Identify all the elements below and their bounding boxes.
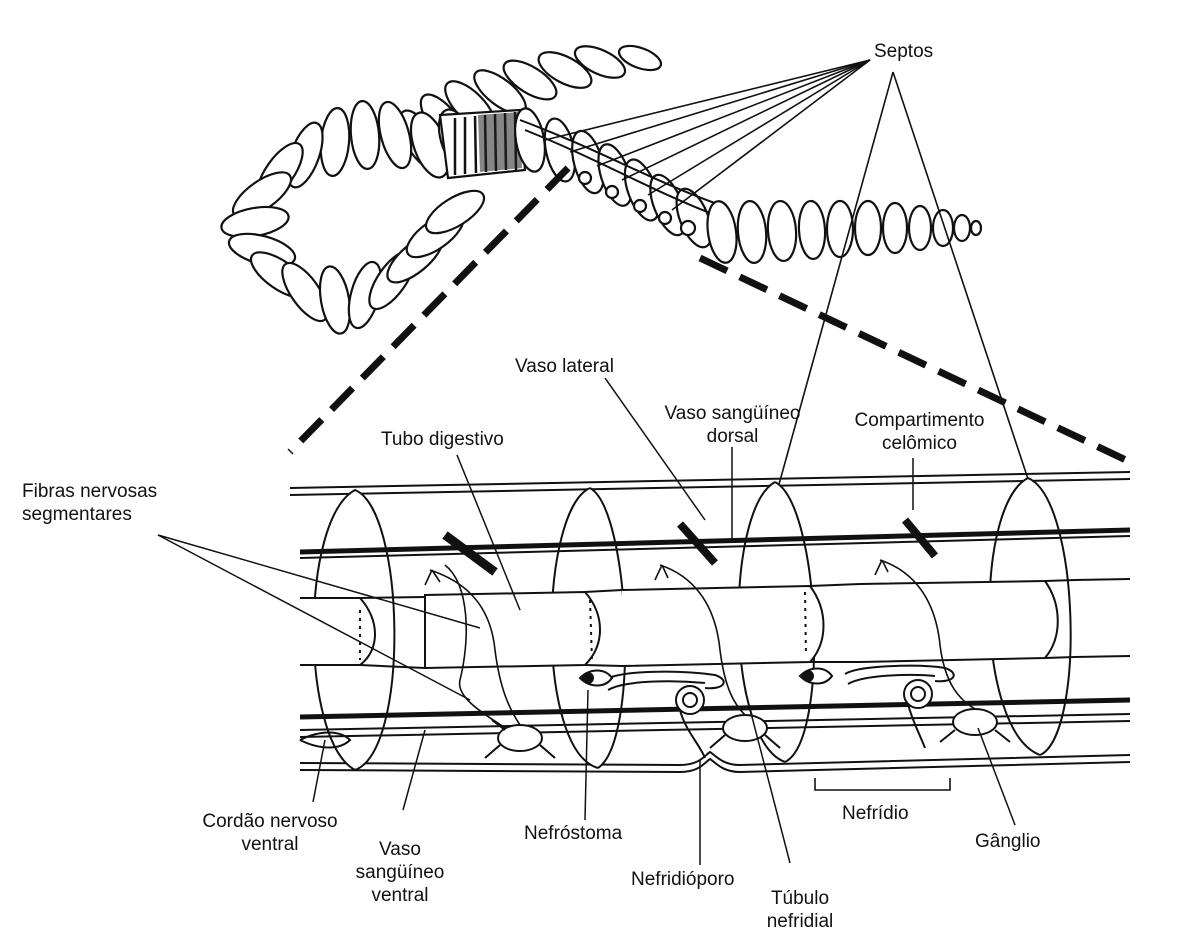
label-vaso-sanguineo-dorsal: Vaso sangüíneo dorsal [650, 402, 815, 448]
label-vaso-lateral: Vaso lateral [515, 356, 614, 377]
label-pointers [157, 377, 1016, 865]
label-cordao-nervoso-ventral: Cordão nervoso ventral [190, 810, 350, 856]
label-tubo-digestivo: Tubo digestivo [381, 429, 504, 450]
label-ganglio: Gânglio [975, 831, 1041, 852]
label-line: celômico [882, 433, 957, 454]
label-tubulo-nefridial: Túbulo nefridial [740, 887, 860, 933]
label-line: Túbulo [770, 888, 830, 909]
nephridium-bracket [814, 778, 951, 791]
nerve-fibres-drawing [424, 559, 976, 729]
label-line: Fibras nervosas [22, 481, 158, 502]
label-line: nefridial [766, 911, 834, 932]
label-septos: Septos [874, 41, 934, 62]
label-line: segmentares [22, 504, 132, 525]
septos-pointers [544, 59, 1031, 489]
nephridium-drawing [578, 664, 955, 759]
worm-anterior-end [706, 199, 983, 265]
label-line: ventral [241, 834, 299, 855]
label-line: Vaso sangüíneo [664, 403, 801, 424]
body-section-drawing [289, 471, 1131, 791]
label-line: Vaso [379, 839, 421, 860]
digestive-tube-drawing [300, 578, 1131, 670]
ganglion-drawing [484, 708, 1011, 759]
label-line: ventral [371, 885, 429, 906]
label-vaso-sanguineo-ventral: Vaso sangüíneo ventral [340, 838, 460, 907]
worm-dissected-section [514, 107, 721, 249]
dorsal-vessel-drawing [299, 517, 1131, 576]
worm-clitellum [409, 108, 527, 180]
label-nefrostoma: Nefróstoma [524, 823, 623, 844]
label-line: sangüíneo [355, 862, 445, 883]
label-compartimento-celomico: Compartimento celômico [832, 409, 1007, 455]
label-line: Compartimento [854, 410, 985, 431]
zoom-dashed-lines [287, 165, 1132, 466]
label-nefridio: Nefrídio [842, 803, 909, 824]
worm-left-loop [220, 100, 486, 335]
label-line: Cordão nervoso [202, 811, 338, 832]
label-nefridioporo: Nefridióporo [631, 869, 735, 890]
label-line: dorsal [706, 426, 759, 447]
earthworm-illustration [220, 44, 983, 335]
label-fibras-nervosas-segmentares: Fibras nervosas segmentares [22, 480, 157, 526]
